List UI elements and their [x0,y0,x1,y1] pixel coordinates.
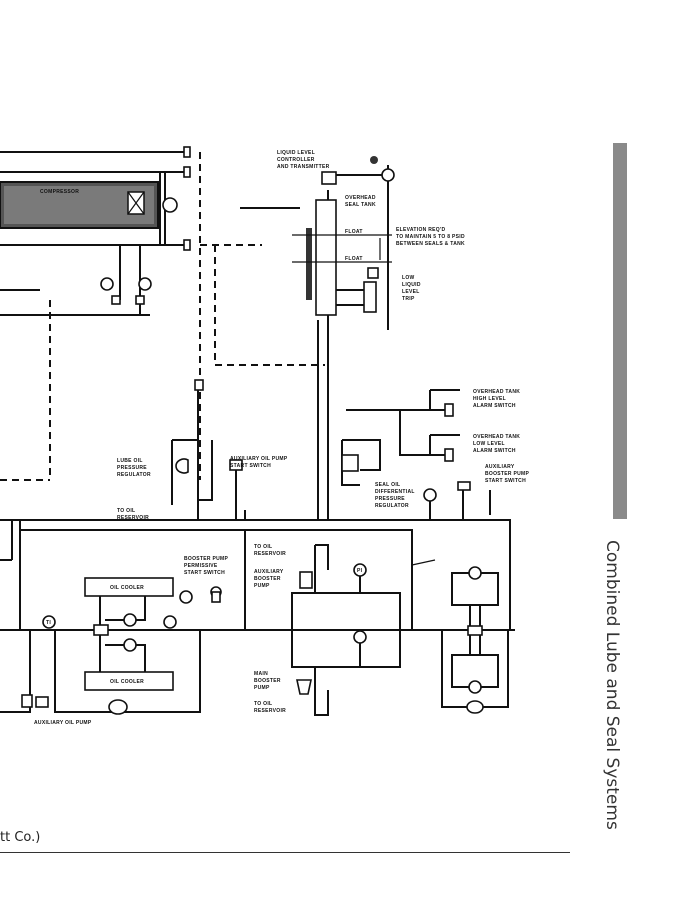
label-low-level-alarm: OVERHEAD TANK LOW LEVEL ALARM SWITCH [473,434,520,454]
main-headers [0,519,515,631]
svg-text:BETWEEN SEALS & TANK: BETWEEN SEALS & TANK [396,241,465,247]
level-gauge [306,228,312,300]
svg-text:RESERVOIR: RESERVOIR [117,515,149,521]
svg-text:TO OIL: TO OIL [117,508,135,514]
alarm-switch-piping [346,389,460,462]
label-overhead-seal-tank: OVERHEAD SEAL TANK [345,195,376,208]
label-to-oil-reservoir-3: TO OIL RESERVOIR [254,701,286,714]
svg-text:LIQUID: LIQUID [402,282,421,288]
svg-text:OVERHEAD TANK: OVERHEAD TANK [473,389,520,395]
top-piping [0,146,325,481]
svg-text:PUMP: PUMP [254,685,270,691]
oil-cooler-upper: OIL COOLER [84,577,174,597]
label-elevation-note: ELEVATION REQ'D TO MAINTAIN 5 TO 8 PSID … [396,227,465,247]
temperature-indicator-icon [100,277,114,291]
label-low-liquid-level-trip: LOW LIQUID LEVEL TRIP [402,275,421,302]
svg-text:MAIN: MAIN [254,671,268,677]
svg-text:ALARM SWITCH: ALARM SWITCH [473,448,516,454]
svg-text:TO MAINTAIN 5 TO 8 PSID: TO MAINTAIN 5 TO 8 PSID [396,234,465,240]
label-booster-pump-permissive: BOOSTER PUMP PERMISSIVE START SWITCH [184,556,229,576]
svg-text:HIGH LEVEL: HIGH LEVEL [473,396,506,402]
svg-text:ALARM SWITCH: ALARM SWITCH [473,403,516,409]
oil-cooler-lower: OIL COOLER [84,671,174,691]
svg-text:REGULATOR: REGULATOR [375,503,409,509]
svg-text:OVERHEAD TANK: OVERHEAD TANK [473,434,520,440]
label-liquid-level-controller: LIQUID LEVEL CONTROLLER AND TRANSMITTER [277,150,330,170]
svg-text:BOOSTER PUMP: BOOSTER PUMP [485,471,530,477]
svg-text:OIL COOLER: OIL COOLER [110,679,144,685]
svg-text:START SWITCH: START SWITCH [184,570,225,576]
footer-rule [0,852,570,853]
seal-oil-filters [441,566,509,714]
svg-text:DIFFERENTIAL: DIFFERENTIAL [375,489,415,495]
svg-text:TO OIL: TO OIL [254,701,272,707]
svg-text:AUXILIARY OIL PUMP: AUXILIARY OIL PUMP [230,456,288,462]
gauge-icon [162,197,178,213]
svg-text:AUXILIARY: AUXILIARY [254,569,284,575]
booster-pump-loop: PI [291,544,401,716]
svg-text:PRESSURE: PRESSURE [375,496,405,502]
label-to-oil-reservoir-2: TO OIL RESERVOIR [254,544,286,557]
svg-text:REGULATOR: REGULATOR [117,472,151,478]
svg-text:SEAL OIL: SEAL OIL [375,482,400,488]
chapter-title: Combined Lube and Seal Systems [602,540,622,830]
svg-text:BOOSTER: BOOSTER [254,576,281,582]
svg-text:AUXILIARY: AUXILIARY [485,464,515,470]
svg-text:AND TRANSMITTER: AND TRANSMITTER [277,164,330,170]
label-aux-booster-pump-start-switch: AUXILIARY BOOSTER PUMP START SWITCH [485,464,530,484]
svg-text:START SWITCH: START SWITCH [485,478,526,484]
label-auxiliary-booster-pump: AUXILIARY BOOSTER PUMP [254,569,284,589]
compressor: COMPRESSOR [0,181,159,229]
float-upper-label: FLOAT [345,229,363,235]
svg-text:LOW: LOW [402,275,415,281]
pump-icon [108,699,128,715]
temperature-indicator-icon [138,277,152,291]
label-high-level-alarm: OVERHEAD TANK HIGH LEVEL ALARM SWITCH [473,389,520,409]
label-aux-oil-pump-start-switch: AUXILIARY OIL PUMP START SWITCH [230,456,288,469]
label-auxiliary-oil-pump: AUXILIARY OIL PUMP [34,720,92,726]
svg-text:CONTROLLER: CONTROLLER [277,157,315,163]
svg-text:LIQUID LEVEL: LIQUID LEVEL [277,150,315,156]
svg-text:LUBE OIL: LUBE OIL [117,458,143,464]
svg-text:RESERVOIR: RESERVOIR [254,551,286,557]
svg-text:OVERHEAD: OVERHEAD [345,195,376,201]
svg-text:LEVEL: LEVEL [402,289,420,295]
chapter-tab [613,143,627,519]
overhead-seal-tank: FLOAT FLOAT [240,156,395,520]
figure-caption-fragment: tt Co.) [0,830,41,845]
svg-text:TRIP: TRIP [402,296,415,302]
level-transmitter-icon [321,171,337,185]
svg-text:OIL COOLER: OIL COOLER [110,585,144,591]
svg-text:START SWITCH: START SWITCH [230,463,271,469]
svg-text:BOOSTER: BOOSTER [254,678,281,684]
float-lower-label: FLOAT [345,256,363,262]
svg-text:PI: PI [357,568,363,574]
label-to-oil-reservoir: TO OIL RESERVOIR [117,508,149,521]
svg-text:LOW LEVEL: LOW LEVEL [473,441,505,447]
label-main-booster-pump: MAIN BOOSTER PUMP [254,671,281,691]
svg-text:ELEVATION REQ'D: ELEVATION REQ'D [396,227,445,233]
svg-text:TO OIL: TO OIL [254,544,272,550]
svg-text:PRESSURE: PRESSURE [117,465,147,471]
svg-text:BOOSTER PUMP: BOOSTER PUMP [184,556,229,562]
svg-text:PERMISSIVE: PERMISSIVE [184,563,218,569]
svg-text:PUMP: PUMP [254,583,270,589]
svg-text:RESERVOIR: RESERVOIR [254,708,286,714]
lube-oil-regulator-piping [171,379,491,521]
label-lube-oil-pressure-regulator: LUBE OIL PRESSURE REGULATOR [117,458,151,478]
svg-text:TI: TI [46,620,51,626]
svg-text:SEAL TANK: SEAL TANK [345,202,376,208]
label-seal-oil-diff-regulator: SEAL OIL DIFFERENTIAL PRESSURE REGULATOR [375,482,415,509]
compressor-label: COMPRESSOR [40,189,79,195]
cooler-piping: TI [0,586,222,715]
